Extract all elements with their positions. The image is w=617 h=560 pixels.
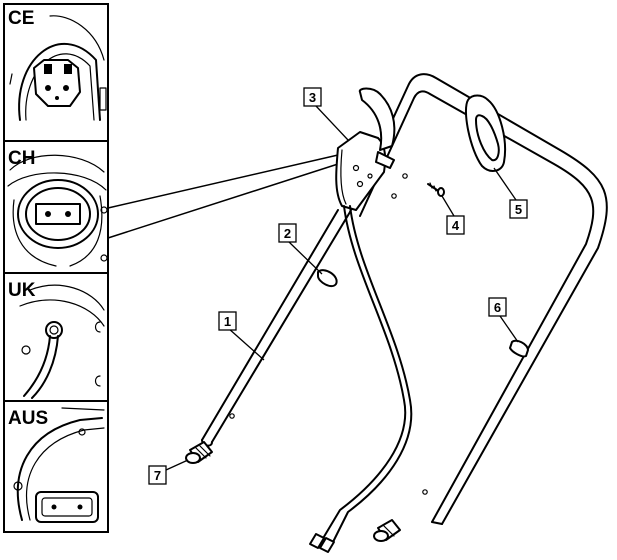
knob-bolt-right [373,519,401,542]
inset-label-ce: CE [8,8,34,29]
callout-number: 3 [309,90,316,105]
callout-number: 6 [494,300,501,315]
inset-leader-lines [107,154,339,239]
callout-number: 5 [515,202,522,217]
power-cable [309,205,413,553]
callout-6: 6 [488,297,519,343]
screw-part-4 [427,182,445,197]
inset-label-aus: AUS [8,408,48,429]
callout-2: 2 [278,223,323,275]
callout-4: 4 [441,195,465,235]
callout-number: 4 [452,218,460,233]
callout-3: 3 [303,87,349,141]
inset-label-uk: UK [8,280,36,301]
callout-number: 7 [154,468,161,483]
upper-handle [349,73,608,525]
knob-bolt-part-7 [185,441,213,464]
switch-housing-part-3 [335,87,396,211]
callout-number: 2 [284,226,291,241]
inset-label-ch: CH [8,148,35,169]
cable-clamp-part-5 [464,94,506,172]
inset-aus: AUS [8,407,105,523]
plug-variants-panel: CE CH [3,3,109,533]
callout-5: 5 [493,167,528,219]
inset-uk: UK [8,280,105,399]
inset-ch: CH [7,148,108,267]
callout-1: 1 [218,311,265,361]
inset-ce: CE [8,8,107,121]
lower-handle-part-1 [201,209,351,447]
callout-number: 1 [224,314,231,329]
callout-7: 7 [148,459,189,485]
